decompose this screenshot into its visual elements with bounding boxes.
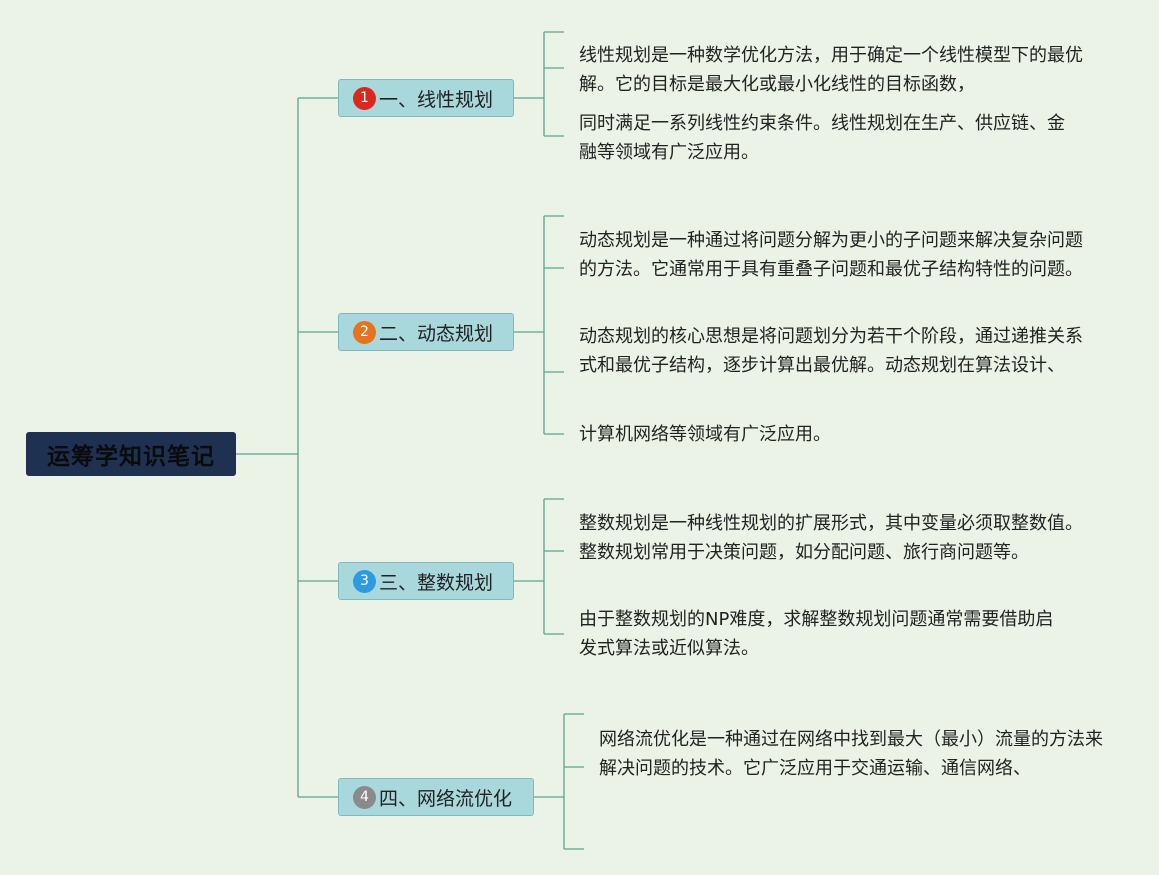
number-1-icon: 1 (353, 86, 376, 110)
note-bracket-1 (514, 31, 564, 137)
number-3-icon: 3 (353, 569, 376, 593)
note-dynamic-1[interactable]: 动态规划是一种通过将问题分解为更小的子问题来解决复杂问题的方法。它通常用于具有重… (579, 230, 1083, 280)
note-dynamic-3[interactable]: 计算机网络等领域有广泛应用。 (579, 424, 831, 445)
note-network-1[interactable]: 网络流优化是一种通过在网络中找到最大（最小）流量的方法来解决问题的技术。它广泛应… (599, 729, 1103, 779)
branch-node-linear-programming[interactable]: 1 一、线性规划 (338, 79, 514, 117)
note-integer-1[interactable]: 整数规划是一种线性规划的扩展形式，其中变量必须取整数值。整数规划常用于决策问题，… (579, 513, 1083, 563)
branch-label: 二、动态规划 (379, 322, 494, 345)
branch-label: 一、线性规划 (379, 88, 494, 111)
branch-label: 四、网络流优化 (379, 787, 513, 810)
branch-node-dynamic-programming[interactable]: 2 二、动态规划 (338, 313, 514, 351)
note-bracket-3 (514, 498, 564, 635)
note-bracket-4 (534, 713, 584, 850)
root-connector (236, 98, 299, 797)
note-linear-1[interactable]: 线性规划是一种数学优化方法，用于确定一个线性模型下的最优解。它的目标是最大化或最… (579, 45, 1083, 95)
note-integer-2[interactable]: 由于整数规划的NP难度，求解整数规划问题通常需要借助启发式算法或近似算法。 (579, 609, 1054, 659)
branch-node-network-flow[interactable]: 4 四、网络流优化 (338, 778, 534, 816)
number-4-icon: 4 (353, 785, 376, 809)
root-title: 运筹学知识笔记 (47, 444, 215, 470)
note-linear-2[interactable]: 同时满足一系列线性约束条件。线性规划在生产、供应链、金融等领域有广泛应用。 (579, 113, 1065, 163)
branch-node-integer-programming[interactable]: 3 三、整数规划 (338, 562, 514, 600)
branch-label: 三、整数规划 (379, 571, 494, 594)
note-dynamic-2[interactable]: 动态规划的核心思想是将问题划分为若干个阶段，通过递推关系式和最优子结构，逐步计算… (579, 326, 1083, 376)
root-node[interactable]: 运筹学知识笔记 (26, 432, 236, 476)
note-bracket-2 (514, 215, 564, 435)
number-2-icon: 2 (353, 320, 376, 344)
